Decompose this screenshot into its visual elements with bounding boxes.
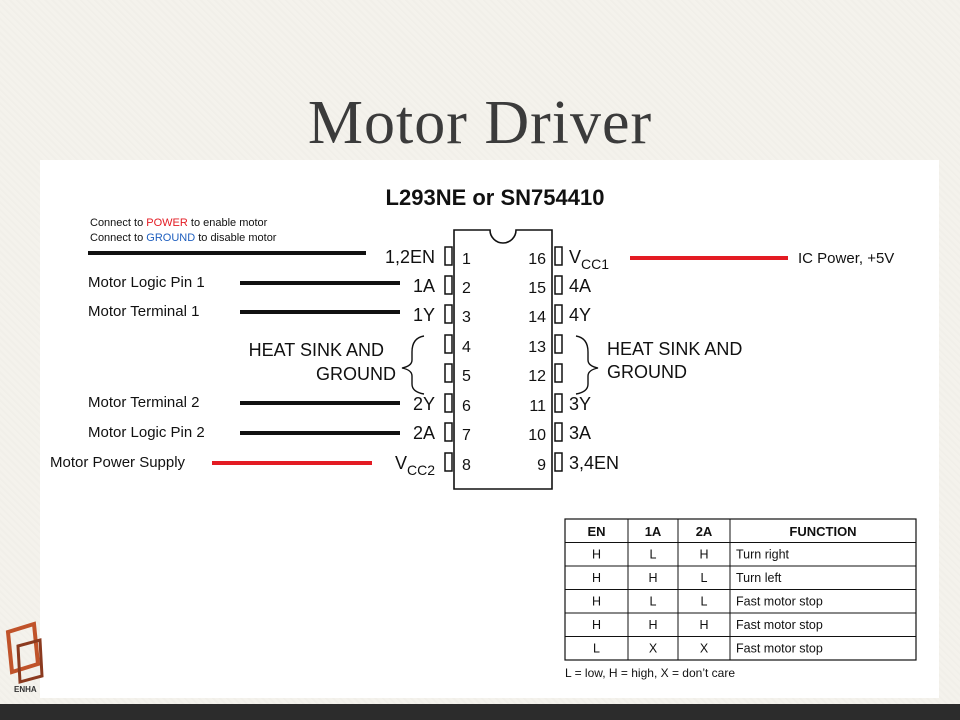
right-pin-lead-16 [554, 246, 563, 266]
left-pin-number-4: 4 [462, 339, 471, 356]
label-heat-sink-left-2: GROUND [316, 364, 396, 384]
left-pin-number-7: 7 [462, 427, 471, 444]
table-cell: H [648, 571, 657, 585]
right-pin-name-15: 4A [569, 276, 591, 296]
pinout-diagram: L293NE or SN754410 Connect to POWER to e… [50, 185, 917, 680]
heat-sink-brace-left [401, 335, 425, 395]
right-pin-number-13: 13 [528, 339, 546, 356]
diagram-panel: L293NE or SN754410 Connect to POWER to e… [40, 160, 939, 698]
enable-note-line2: Connect to GROUND to disable motor [90, 232, 277, 244]
label-motor-logic-2: Motor Logic Pin 2 [88, 424, 205, 441]
left-pin-name-6: 2Y [413, 394, 435, 414]
table-cell: L [650, 595, 657, 609]
right-pin-lead-11 [554, 393, 563, 413]
slide-bottom-bar [0, 704, 960, 720]
left-pin-number-2: 2 [462, 280, 471, 297]
right-pin-name-9: 3,4EN [569, 453, 619, 473]
left-pin-lead-5 [444, 363, 453, 383]
label-motor-power-supply: Motor Power Supply [50, 454, 186, 471]
right-pin-group: 16 VCC1 15 4A 14 4Y 13 12 11 3Y 10 3A 9 3,4EN [528, 246, 619, 474]
table-cell: Fast motor stop [736, 595, 823, 609]
right-pin-lead-12 [554, 363, 563, 383]
label-heat-sink-right-1: HEAT SINK AND [607, 339, 742, 359]
table-cell: Fast motor stop [736, 642, 823, 656]
table-cell: X [700, 642, 709, 656]
left-pin-name-3: 1Y [413, 305, 435, 325]
right-pin-name-16: VCC1 [569, 247, 609, 272]
table-cell: L [650, 548, 657, 562]
left-pin-lead-2 [444, 275, 453, 295]
left-pin-number-3: 3 [462, 309, 471, 326]
table-header-cell: 1A [645, 524, 662, 539]
right-pin-name-10: 3A [569, 423, 591, 443]
table-cell: H [592, 548, 601, 562]
right-pin-lead-14 [554, 304, 563, 324]
label-heat-sink-left-1: HEAT SINK AND [249, 340, 384, 360]
right-pin-number-16: 16 [528, 251, 546, 268]
table-cell: Turn right [736, 548, 790, 562]
heat-sink-brace-right [575, 335, 599, 395]
right-pin-lead-13 [554, 334, 563, 354]
right-pin-lead-15 [554, 275, 563, 295]
logo-icon [5, 621, 44, 684]
label-motor-terminal-1: Motor Terminal 1 [88, 303, 199, 320]
left-pin-lead-7 [444, 422, 453, 442]
chip-title: L293NE or SN754410 [386, 185, 605, 210]
left-pin-number-1: 1 [462, 251, 471, 268]
right-pin-number-12: 12 [528, 368, 546, 385]
right-pin-name-11: 3Y [569, 394, 591, 414]
right-pin-number-14: 14 [528, 309, 546, 326]
left-pin-lead-6 [444, 393, 453, 413]
slide-title: Motor Driver [307, 89, 653, 157]
right-pin-name-14: 4Y [569, 305, 591, 325]
table-cell: H [592, 571, 601, 585]
table-cell: X [649, 642, 658, 656]
right-pin-lead-9 [554, 452, 563, 472]
table-cell: H [592, 595, 601, 609]
left-pin-lead-4 [444, 334, 453, 354]
right-pin-number-9: 9 [537, 457, 546, 474]
left-pin-lead-8 [444, 452, 453, 472]
table-cell: L [701, 571, 708, 585]
left-pin-name-1: 1,2EN [385, 247, 435, 267]
table-cell: Turn left [736, 571, 782, 585]
left-pin-lead-1 [444, 246, 453, 266]
left-pin-name-2: 1A [413, 276, 435, 296]
right-pin-lead-10 [554, 422, 563, 442]
table-cell: L [593, 642, 600, 656]
table-cell: Fast motor stop [736, 618, 823, 632]
label-ic-power: IC Power, +5V [798, 250, 894, 267]
left-pin-number-8: 8 [462, 457, 471, 474]
table-header-cell: FUNCTION [789, 524, 856, 539]
left-pin-name-8: VCC2 [395, 453, 435, 478]
table-cell: H [699, 618, 708, 632]
table-cell: L [701, 595, 708, 609]
chip-body [453, 229, 553, 490]
table-header-cell: EN [587, 524, 605, 539]
enable-note-line1: Connect to POWER to enable motor [90, 217, 268, 229]
left-pin-group: 1 1,2EN 2 1A 3 1Y 4 5 6 2Y 7 2A 8 VCC2 [385, 246, 471, 478]
table-cell: H [699, 548, 708, 562]
table-header-cell: 2A [696, 524, 713, 539]
right-pin-number-11: 11 [529, 398, 546, 415]
left-pin-number-5: 5 [462, 368, 471, 385]
label-heat-sink-right-2: GROUND [607, 362, 687, 382]
left-pin-name-7: 2A [413, 423, 435, 443]
left-pin-number-6: 6 [462, 398, 471, 415]
right-pin-number-10: 10 [528, 427, 546, 444]
left-pin-lead-3 [444, 304, 453, 324]
truth-table-legend: L = low, H = high, X = don’t care [565, 666, 735, 680]
label-motor-logic-1: Motor Logic Pin 1 [88, 274, 205, 291]
logo-text: ENHA [14, 685, 37, 694]
table-cell: H [592, 618, 601, 632]
label-motor-terminal-2: Motor Terminal 2 [88, 394, 199, 411]
right-pin-number-15: 15 [528, 280, 546, 297]
table-cell: H [648, 618, 657, 632]
